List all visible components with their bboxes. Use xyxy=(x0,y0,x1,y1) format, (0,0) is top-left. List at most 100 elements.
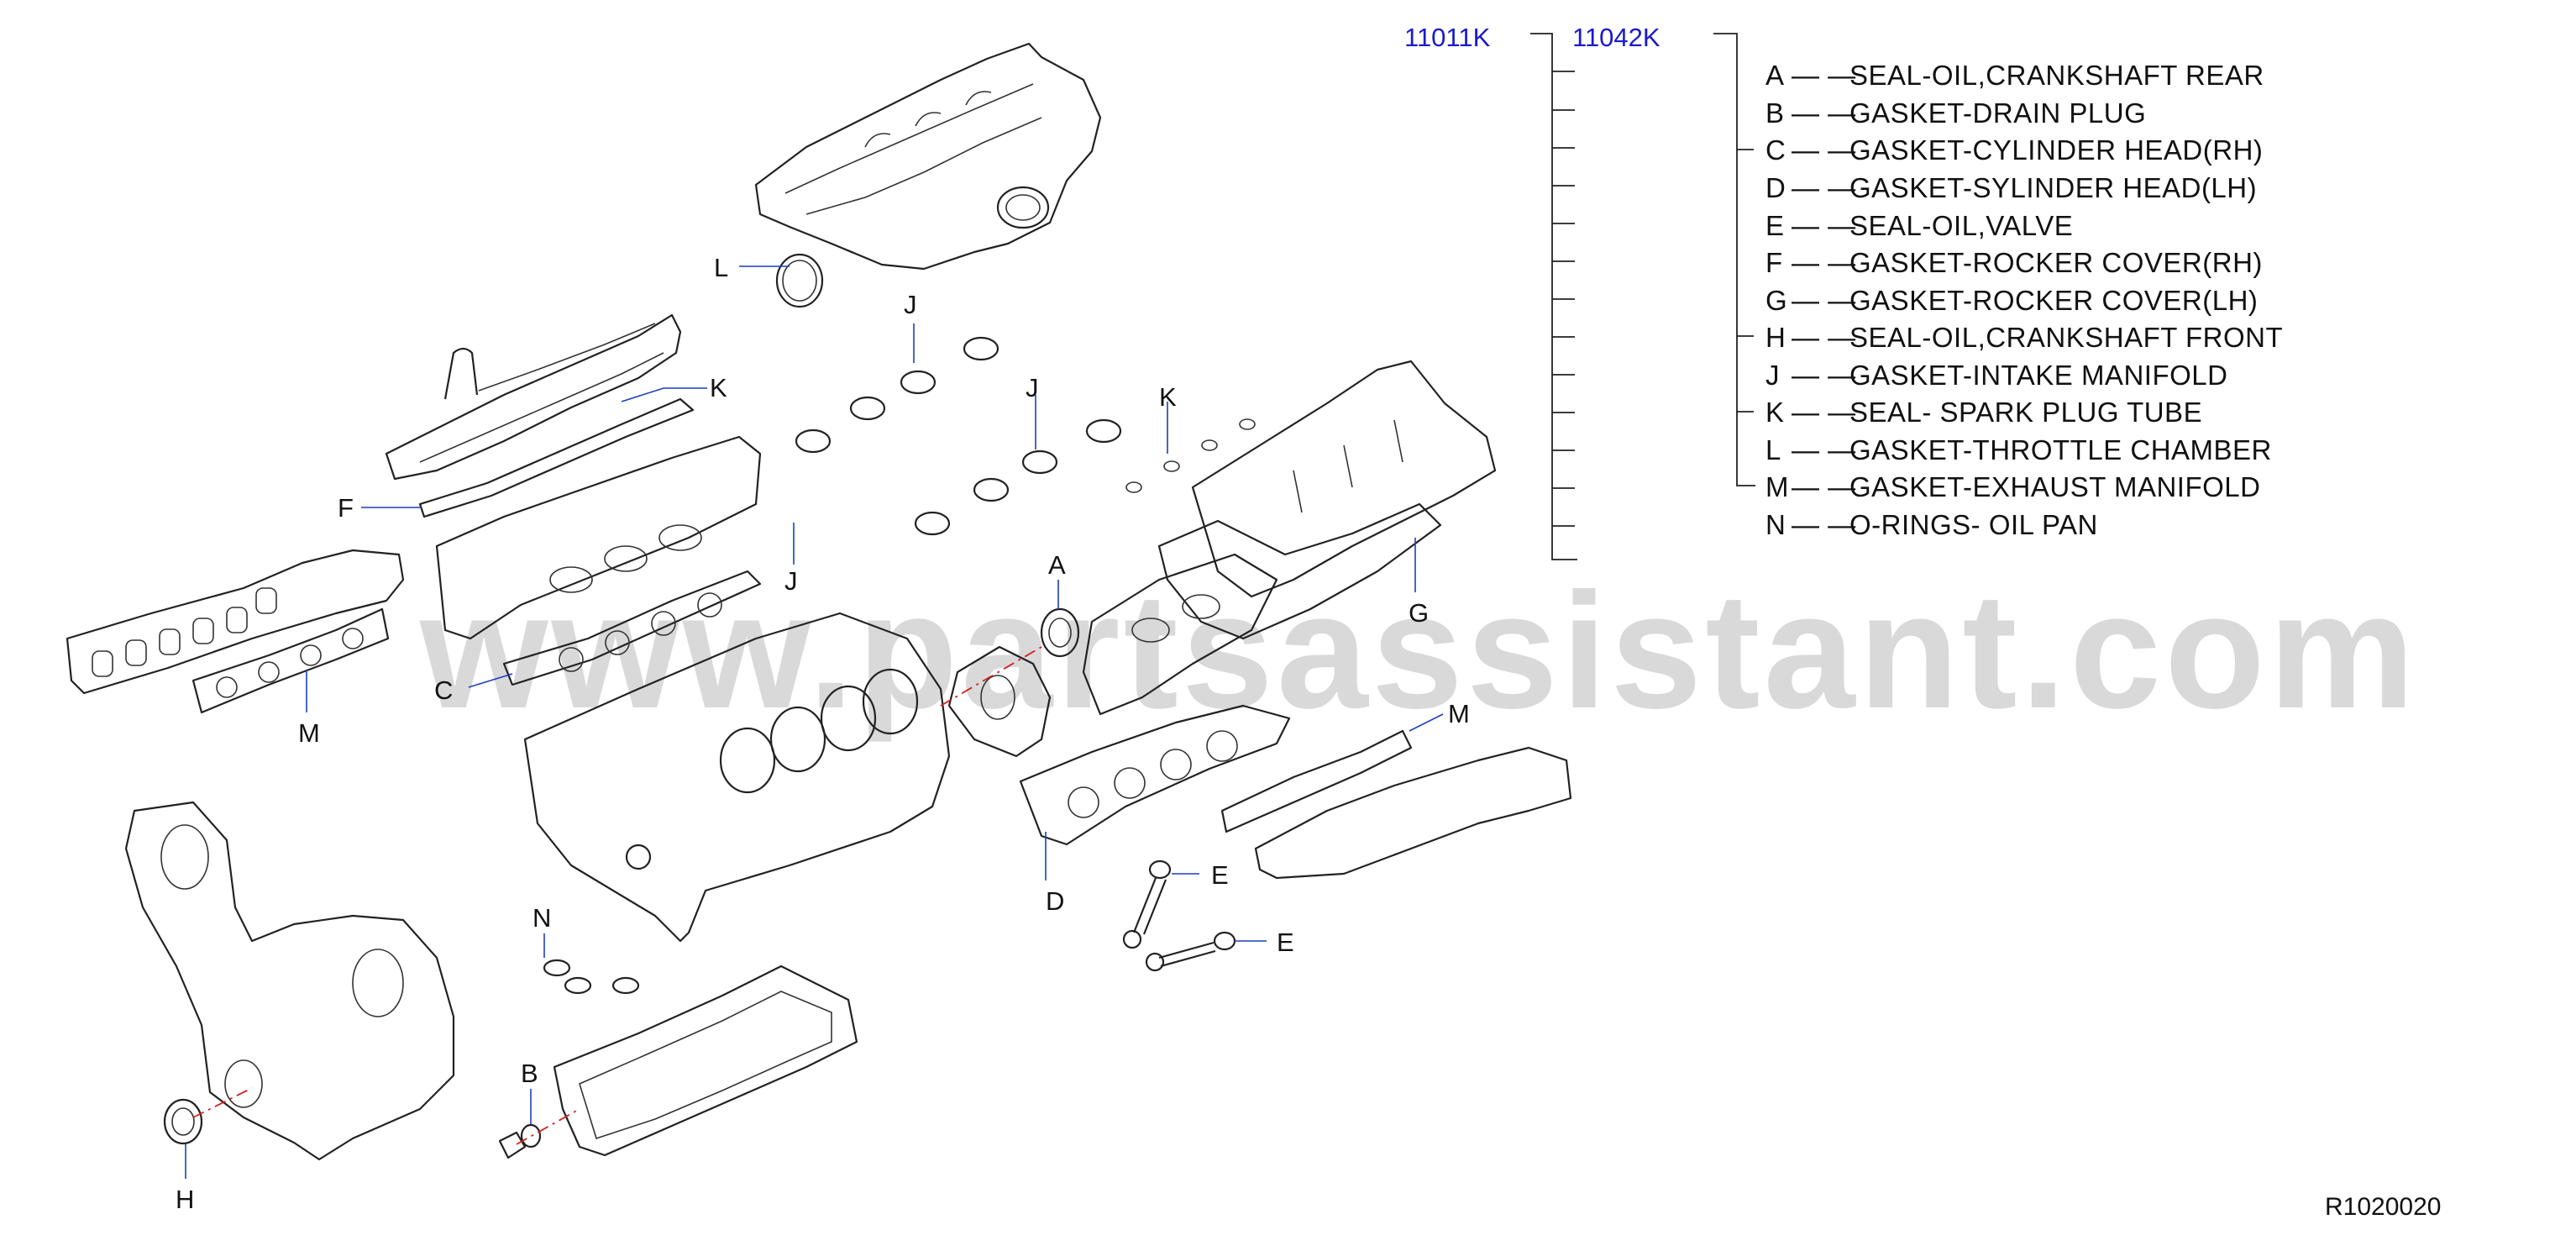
callout-f[interactable]: F xyxy=(338,493,354,523)
svg-text:F: F xyxy=(1765,247,1783,278)
svg-text:GASKET-THROTTLE CHAMBER: GASKET-THROTTLE CHAMBER xyxy=(1849,434,2272,465)
svg-text:K: K xyxy=(1765,397,1785,428)
svg-text:GASKET-SYLINDER HEAD(LH): GASKET-SYLINDER HEAD(LH) xyxy=(1849,172,2257,203)
callout-e-upper[interactable]: E xyxy=(1211,860,1229,890)
centerline-front-seal xyxy=(192,1087,253,1118)
svg-text:— —: — — xyxy=(1792,134,1856,166)
rocker-cover-lh-drawing xyxy=(1191,360,1497,598)
spark-plug-seals-k-right xyxy=(1125,418,1256,493)
callout-g[interactable]: G xyxy=(1409,598,1429,628)
svg-text:SEAL-OIL,VALVE: SEAL-OIL,VALVE xyxy=(1849,210,2073,241)
svg-text:GASKET-ROCKER COVER(RH): GASKET-ROCKER COVER(RH) xyxy=(1849,247,2263,278)
crankshaft-rear-seal-a xyxy=(1040,607,1080,658)
drain-plug-gasket-b xyxy=(498,1123,542,1159)
crankshaft-front-seal-h xyxy=(163,1098,203,1145)
callout-m-left[interactable]: M xyxy=(298,718,320,748)
svg-text:— —: — — xyxy=(1792,210,1856,241)
exhaust-manifold-gasket-m-left xyxy=(191,607,390,714)
svg-text:— —: — — xyxy=(1792,172,1856,203)
callout-j-top[interactable]: J xyxy=(904,290,917,319)
legend-row-c[interactable]: C— —GASKET-CYLINDER HEAD(RH) xyxy=(1765,134,2263,166)
svg-text:H: H xyxy=(1765,322,1786,353)
cylinder-head-gasket-c xyxy=(502,570,762,686)
callout-leaders xyxy=(185,265,1444,1179)
legend-row-m[interactable]: M— —GASKET-EXHAUST MANIFOLD xyxy=(1765,471,2260,502)
centerline-drain-plug xyxy=(516,1108,580,1145)
svg-text:SEAL-OIL,CRANKSHAFT FRONT: SEAL-OIL,CRANKSHAFT FRONT xyxy=(1849,322,2283,353)
svg-text:G: G xyxy=(1765,285,1787,316)
svg-text:— —: — — xyxy=(1792,322,1856,353)
exhaust-manifold-gasket-m-right xyxy=(1220,729,1413,833)
rocker-cover-rh-drawing xyxy=(385,313,682,481)
legend-row-n[interactable]: N— —O-RINGS- OIL PAN xyxy=(1765,509,2098,540)
svg-text:— —: — — xyxy=(1792,471,1856,502)
watermark: www.partsassistant.com xyxy=(419,559,2418,743)
cylinder-head-rh-drawing xyxy=(435,435,762,640)
legend-list: A— —SEAL-OIL,CRANKSHAFT REAR B— —GASKET-… xyxy=(1765,60,2283,540)
legend-row-d[interactable]: D— —GASKET-SYLINDER HEAD(LH) xyxy=(1765,172,2257,203)
svg-text:GASKET-DRAIN PLUG: GASKET-DRAIN PLUG xyxy=(1849,97,2146,129)
svg-text:J: J xyxy=(1765,360,1780,391)
callout-h[interactable]: H xyxy=(176,1185,194,1214)
rear-seal-carrier-drawing xyxy=(947,645,1052,758)
callout-e-lower[interactable]: E xyxy=(1277,928,1294,957)
exhaust-manifold-left-drawing xyxy=(66,549,405,695)
throttle-chamber-gasket-l xyxy=(775,253,824,308)
callout-c[interactable]: C xyxy=(434,675,453,705)
svg-text:C: C xyxy=(1765,134,1786,166)
legend-row-l[interactable]: L — —GASKET-THROTTLE CHAMBER xyxy=(1765,434,2272,465)
callout-a[interactable]: A xyxy=(1048,550,1066,580)
legend-row-g[interactable]: G— —GASKET-ROCKER COVER(LH) xyxy=(1765,285,2258,316)
callout-k-left[interactable]: K xyxy=(710,373,727,402)
svg-text:L: L xyxy=(1765,434,1781,465)
part-number-11042k[interactable]: 11042K xyxy=(1572,23,1660,52)
part-number-11011k[interactable]: 11011K xyxy=(1404,23,1491,52)
svg-text:O-RINGS- OIL PAN: O-RINGS- OIL PAN xyxy=(1849,509,2098,540)
svg-text:— —: — — xyxy=(1792,509,1856,540)
rocker-cover-gasket-f xyxy=(418,397,695,518)
intake-manifold-gaskets-j xyxy=(795,336,1122,536)
callout-m-right[interactable]: M xyxy=(1448,699,1470,728)
oil-pan-o-rings-n xyxy=(543,959,640,995)
rocker-cover-gasket-g xyxy=(1157,502,1442,640)
svg-text:SEAL- SPARK PLUG TUBE: SEAL- SPARK PLUG TUBE xyxy=(1849,397,2202,428)
svg-text:D: D xyxy=(1765,172,1786,203)
svg-text:— —: — — xyxy=(1792,285,1856,316)
callout-j-bottom[interactable]: J xyxy=(784,566,798,596)
centerline-rear-seal xyxy=(940,646,1042,707)
svg-text:GASKET-EXHAUST MANIFOLD: GASKET-EXHAUST MANIFOLD xyxy=(1849,471,2260,502)
legend-row-b[interactable]: B— —GASKET-DRAIN PLUG xyxy=(1765,97,2146,129)
legend-row-f[interactable]: F — —GASKET-ROCKER COVER(RH) xyxy=(1765,247,2263,278)
svg-text:E: E xyxy=(1765,210,1785,241)
callout-k-right[interactable]: K xyxy=(1159,382,1177,412)
svg-text:SEAL-OIL,CRANKSHAFT REAR: SEAL-OIL,CRANKSHAFT REAR xyxy=(1849,60,2264,91)
svg-text:— —: — — xyxy=(1792,97,1856,129)
spark-plug-seals-k-left xyxy=(478,323,656,392)
svg-text:— —: — — xyxy=(1792,360,1856,391)
cylinder-block-drawing xyxy=(523,612,951,943)
callout-n[interactable]: N xyxy=(533,903,551,933)
exhaust-manifold-right-drawing xyxy=(1254,746,1572,880)
svg-text:— —: — — xyxy=(1792,247,1856,278)
callout-j-right[interactable]: J xyxy=(1026,373,1039,402)
legend-row-k[interactable]: K— —SEAL- SPARK PLUG TUBE xyxy=(1765,397,2202,428)
callout-b[interactable]: B xyxy=(521,1059,538,1088)
svg-text:— —: — — xyxy=(1792,434,1856,465)
callout-d[interactable]: D xyxy=(1046,886,1064,916)
diagram-reference-number: R1020020 xyxy=(2325,1193,2441,1221)
svg-text:M: M xyxy=(1765,471,1789,502)
svg-text:— —: — — xyxy=(1792,397,1856,428)
svg-text:N: N xyxy=(1765,509,1786,540)
legend-row-h[interactable]: H— —SEAL-OIL,CRANKSHAFT FRONT xyxy=(1765,322,2283,353)
svg-text:GASKET-ROCKER COVER(LH): GASKET-ROCKER COVER(LH) xyxy=(1849,285,2258,316)
callout-l[interactable]: L xyxy=(714,253,728,282)
legend-row-j[interactable]: J— —GASKET-INTAKE MANIFOLD xyxy=(1765,360,2227,391)
timing-cover-drawing xyxy=(124,801,455,1161)
legend-row-e[interactable]: E— —SEAL-OIL,VALVE xyxy=(1765,210,2073,241)
cylinder-head-gasket-d xyxy=(1019,704,1291,846)
svg-text:GASKET-CYLINDER HEAD(RH): GASKET-CYLINDER HEAD(RH) xyxy=(1849,134,2263,166)
cylinder-head-lh-drawing xyxy=(1082,553,1278,716)
legend-row-a[interactable]: A— —SEAL-OIL,CRANKSHAFT REAR xyxy=(1765,60,2264,91)
